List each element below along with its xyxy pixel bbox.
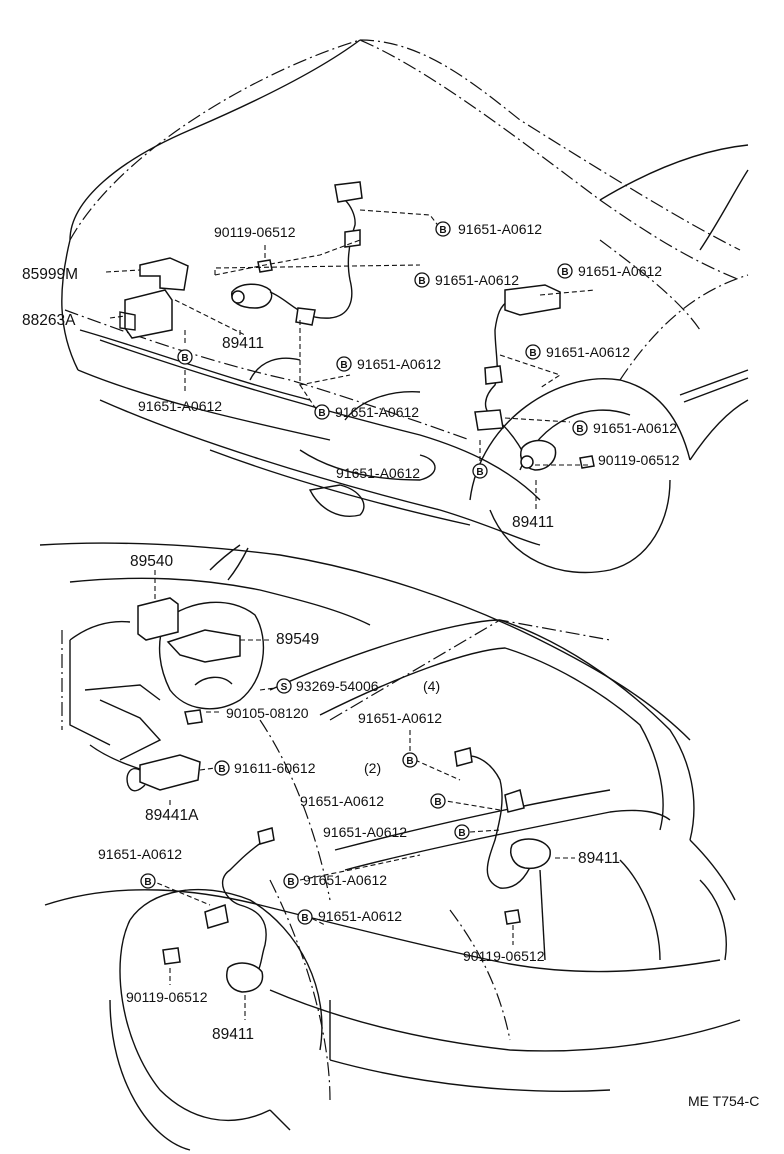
svg-text:B: B	[529, 348, 536, 359]
label-clamp-right-a: 91651-A0612	[546, 344, 630, 360]
label-clamp-mid-a: 91651-A0612	[435, 272, 519, 288]
svg-text:B: B	[340, 360, 347, 371]
label-sensor-left: 89411	[222, 335, 264, 352]
front-vehicle-outline	[61, 39, 749, 574]
label-bolt-upper: 90119-06512	[214, 224, 296, 240]
bolt-badge: B	[525, 344, 541, 360]
bolt-badges: B B B B B B B B B S B B B B B B B	[140, 221, 588, 925]
label-clamp-l1: 91651-A0612	[98, 846, 182, 862]
diagram-code: ME T754-C	[688, 1093, 759, 1109]
label-sensor-rear-left: 89411	[212, 1026, 254, 1043]
label-screw: 93269-54006	[296, 678, 379, 694]
label-clamp-left-lower: 91651-A0612	[138, 398, 222, 414]
label-bolt-ecu: 90105-08120	[226, 705, 309, 721]
svg-text:B: B	[287, 877, 294, 888]
bolt-badge: B	[214, 760, 230, 776]
bolt-badge: B	[177, 349, 193, 365]
svg-text:S: S	[281, 682, 288, 693]
label-screw-qty: (4)	[423, 678, 440, 694]
rear-vehicle-outline	[39, 542, 741, 1151]
bolt-badge: B	[283, 873, 299, 889]
label-clamp-r3: 91651-A0612	[323, 824, 407, 840]
label-clamp-l2: 91651-A0612	[303, 872, 387, 888]
label-clamp-center-b: 91651-A0612	[335, 404, 419, 420]
label-88263A: 88263A	[22, 312, 76, 329]
rear-labels: 89540 89549 93269-54006 (4) 90105-08120 …	[98, 553, 620, 1043]
bolt-badge: B	[454, 824, 470, 840]
bolt-badge: B	[402, 752, 418, 768]
screw-badge: S	[276, 678, 292, 694]
label-sensor-right: 89411	[512, 514, 554, 531]
bolt-badge: B	[572, 420, 588, 436]
label-decel-bolt: 91611-60612	[234, 760, 316, 776]
bolt-badge: B	[297, 909, 313, 925]
label-ecu-bracket: 89549	[276, 631, 319, 648]
label-clamp-center-a: 91651-A0612	[357, 356, 441, 372]
label-clamp-r1: 91651-A0612	[358, 710, 442, 726]
svg-text:B: B	[561, 267, 568, 278]
label-ecu: 89540	[130, 553, 173, 570]
bolt-badge: B	[414, 272, 430, 288]
label-clamp-l3: 91651-A0612	[318, 908, 402, 924]
bolt-badge: B	[472, 463, 488, 479]
label-clamp-right-b: 91651-A0612	[593, 420, 677, 436]
svg-text:B: B	[144, 877, 151, 888]
label-clamp-top: 91651-A0612	[458, 221, 542, 237]
bolt-badge: B	[435, 221, 451, 237]
svg-text:B: B	[576, 424, 583, 435]
front-parts	[105, 181, 596, 510]
bolt-badge: B	[336, 356, 352, 372]
label-bolt-rear-left: 90119-06512	[126, 989, 208, 1005]
svg-text:B: B	[439, 225, 446, 236]
bolt-badge: B	[557, 263, 573, 279]
bolt-badge: B	[430, 793, 446, 809]
svg-text:B: B	[476, 467, 483, 478]
label-clamp-bottom: 91651-A0612	[336, 465, 420, 481]
label-sensor-rear-right: 89411	[578, 850, 620, 867]
svg-text:B: B	[458, 828, 465, 839]
label-clamp-r2: 91651-A0612	[300, 793, 384, 809]
rear-parts	[126, 570, 575, 1020]
svg-text:B: B	[318, 408, 325, 419]
front-labels: 85999M 88263A 90119-06512 89411 91651-A0…	[22, 221, 680, 531]
bolt-badge: B	[314, 404, 330, 420]
svg-text:B: B	[218, 764, 225, 775]
bolt-badge: B	[140, 873, 156, 889]
svg-text:B: B	[181, 353, 188, 364]
label-bolt-rear-right: 90119-06512	[463, 948, 545, 964]
label-decel-bolt-qty: (2)	[364, 760, 381, 776]
svg-text:B: B	[434, 797, 441, 808]
label-bolt-right: 90119-06512	[598, 452, 680, 468]
label-clamp-mid-b: 91651-A0612	[578, 263, 662, 279]
label-85999M: 85999M	[22, 266, 78, 283]
svg-text:B: B	[406, 756, 413, 767]
svg-text:B: B	[301, 913, 308, 924]
label-decel-sensor: 89441A	[145, 807, 199, 824]
svg-text:B: B	[418, 276, 425, 287]
